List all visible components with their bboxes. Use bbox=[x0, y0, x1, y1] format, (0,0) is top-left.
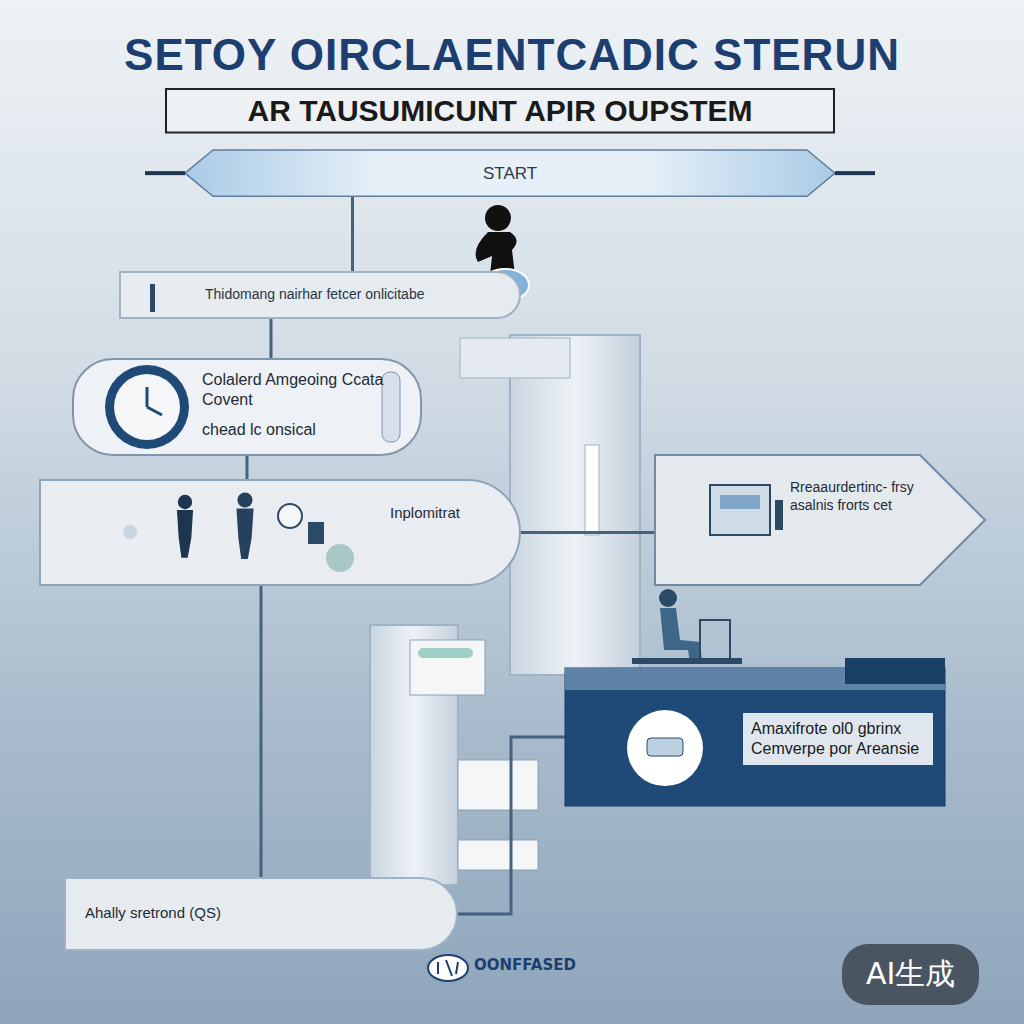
process-box: Colalerd Amgeoing Ccata Covent chead lc o… bbox=[72, 358, 422, 456]
node-text: START bbox=[225, 163, 795, 184]
process-band: Ahally sretrond (QS) bbox=[65, 878, 457, 950]
logo-text: OONFFASED bbox=[474, 956, 576, 974]
connector bbox=[246, 456, 249, 480]
watermark: AI生成 bbox=[842, 944, 979, 1005]
connector bbox=[457, 737, 565, 914]
logo bbox=[428, 955, 468, 981]
subtitle-box: AR TAUSUMICUNT APIR OUPSTEM bbox=[165, 88, 835, 134]
pipe-slot bbox=[585, 445, 599, 535]
panel-icon bbox=[458, 760, 538, 810]
panel-icon bbox=[410, 640, 485, 695]
node-outline bbox=[40, 480, 520, 585]
panel-icon bbox=[458, 840, 538, 870]
node-text: Colalerd Amgeoing Ccata Covent bbox=[202, 370, 402, 410]
process-band: Inplomitrat bbox=[40, 480, 520, 585]
start-banner: START bbox=[185, 150, 835, 196]
seated-figure bbox=[632, 589, 742, 664]
connector bbox=[351, 196, 354, 272]
connector bbox=[260, 585, 263, 878]
process-band: Thidomang nairhar fetcer onlicitabe bbox=[120, 272, 520, 318]
connector bbox=[520, 531, 655, 534]
node-text: Ahally sretrond (QS) bbox=[85, 904, 437, 923]
person-figure bbox=[476, 205, 517, 275]
node-text: Inplomitrat bbox=[390, 504, 500, 523]
node-text: Thidomang nairhar fetcer onlicitabe bbox=[205, 286, 500, 304]
node-text: Amaxifrote ol0 gbrinx Cemverpe por Arean… bbox=[743, 713, 933, 765]
connector bbox=[270, 318, 273, 358]
panel-icon bbox=[418, 648, 473, 658]
arrow-box: Rreaaurdertinc- frsy asalnis frorts cet bbox=[655, 455, 985, 585]
node-text: AR TAUSUMICUNT APIR OUPSTEM bbox=[177, 92, 823, 130]
pipe bbox=[510, 335, 640, 675]
title: SETOY OIRCLAENTCADIC STERUN bbox=[0, 30, 1024, 80]
node-subtext: chead lc onsical bbox=[202, 420, 402, 440]
node-text: Rreaaurdertinc- frsy asalnis frorts cet bbox=[790, 479, 925, 514]
pipe-joint bbox=[460, 338, 570, 378]
output-panel: Amaxifrote ol0 gbrinx Cemverpe por Arean… bbox=[565, 668, 945, 806]
node-outline bbox=[655, 455, 985, 585]
